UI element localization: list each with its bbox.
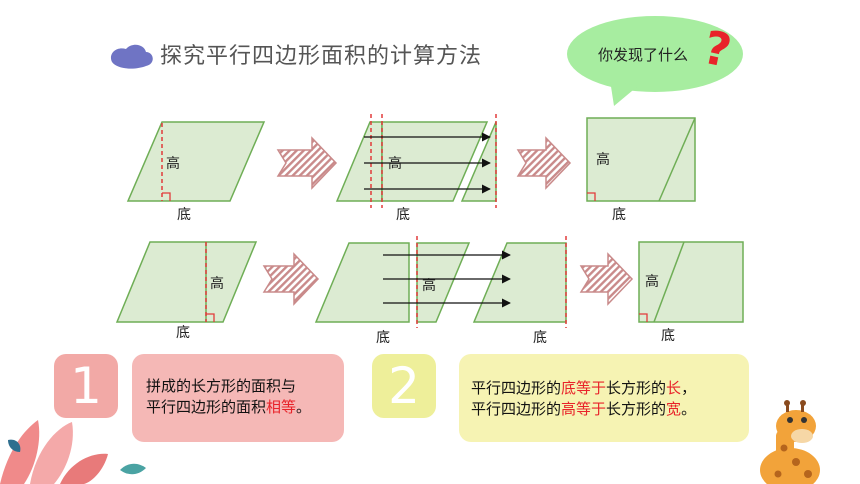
conclusion-card-1: 拼成的长方形的面积与 平行四边形的面积相等。	[132, 354, 344, 442]
height-label: 高	[596, 151, 610, 168]
row1-arrow1	[276, 136, 338, 190]
conclusion-2-line1: 平行四边形的底等于长方形的长，	[471, 379, 697, 397]
row1-arrow2	[516, 136, 572, 190]
row2-parallelogram: 高 底	[115, 241, 258, 341]
height-label: 高	[422, 277, 436, 294]
row2-cut-parallelogram: 高 底 底	[314, 236, 567, 346]
conclusion-1-line2: 平行四边形的面积相等。	[146, 398, 312, 416]
row2-arrow2	[579, 252, 634, 306]
conclusion-card-2: 平行四边形的底等于长方形的长， 平行四边形的高等于长方形的宽。	[459, 354, 749, 442]
cloud-icon	[110, 44, 153, 69]
row1-rectangle: 高 底	[586, 117, 696, 223]
leaf-decoration	[0, 420, 146, 484]
row1-parallelogram: 高 底	[126, 121, 266, 223]
conclusion-2-line2: 平行四边形的高等于长方形的宽。	[471, 400, 697, 418]
height-label: 高	[645, 273, 659, 290]
page-title: 探究平行四边形面积的计算方法	[160, 44, 483, 69]
number-tile-2: 2	[372, 354, 436, 418]
base-label: 底	[376, 330, 390, 346]
bubble-question: 你发现了什么	[598, 46, 689, 64]
base-label: 底	[533, 330, 547, 346]
conclusion-2-text: 平行四边形的底等于长方形的长， 平行四边形的高等于长方形的宽。	[471, 378, 696, 420]
row2-arrow1	[262, 252, 320, 306]
speech-bubble	[567, 16, 743, 106]
number-tile-1: 1	[54, 354, 118, 418]
height-label: 高	[210, 275, 224, 292]
base-label: 底	[612, 207, 626, 223]
base-label: 底	[396, 207, 410, 223]
conclusion-1-text: 拼成的长方形的面积与 平行四边形的面积相等。	[146, 376, 311, 418]
conclusion-1-line1: 拼成的长方形的面积与	[146, 377, 297, 395]
height-label: 高	[388, 155, 402, 172]
row2-rectangle: 高 底	[638, 241, 744, 344]
number-1: 1	[70, 357, 102, 415]
row1-cut-parallelogram: 高 底	[335, 114, 497, 223]
giraffe-decoration	[760, 400, 820, 484]
base-label: 底	[176, 325, 190, 341]
number-2: 2	[388, 357, 420, 415]
base-label: 底	[177, 207, 191, 223]
base-label: 底	[661, 328, 675, 344]
height-label: 高	[166, 155, 180, 172]
